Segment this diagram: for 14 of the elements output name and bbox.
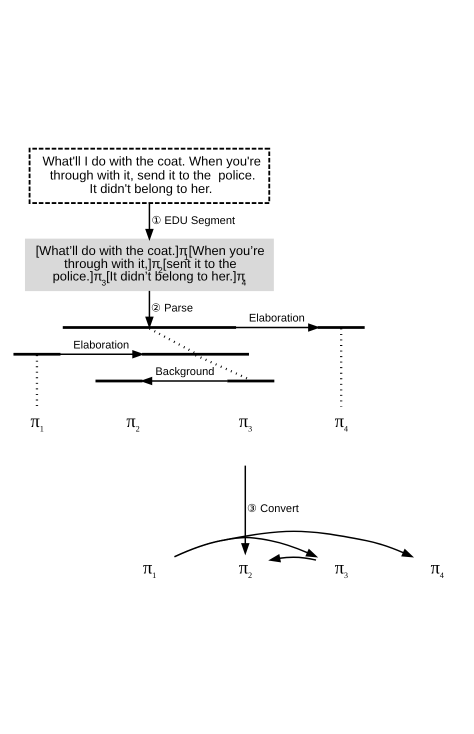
edge-label: Background: [155, 366, 214, 378]
edge-label: ① EDU Segment: [151, 214, 236, 226]
edge-label: Elaboration: [73, 338, 130, 351]
node-text: π$_{4}$: [430, 556, 444, 580]
node-text: π$_{3}$: [334, 556, 348, 580]
node-text: π$_{2}$: [126, 410, 140, 434]
node-text: π$_{2}$: [238, 556, 252, 580]
edge-label: Elaboration: [248, 312, 305, 324]
node-text: π$_{4}$: [334, 410, 348, 434]
edge-label: ③ Convert: [247, 502, 299, 515]
node-text: π$_{3}$: [238, 410, 252, 434]
node-text: π$_{1}$: [142, 556, 156, 580]
node-text: π$_{1}$: [30, 410, 44, 434]
edge-label: ② Parse: [151, 302, 193, 314]
